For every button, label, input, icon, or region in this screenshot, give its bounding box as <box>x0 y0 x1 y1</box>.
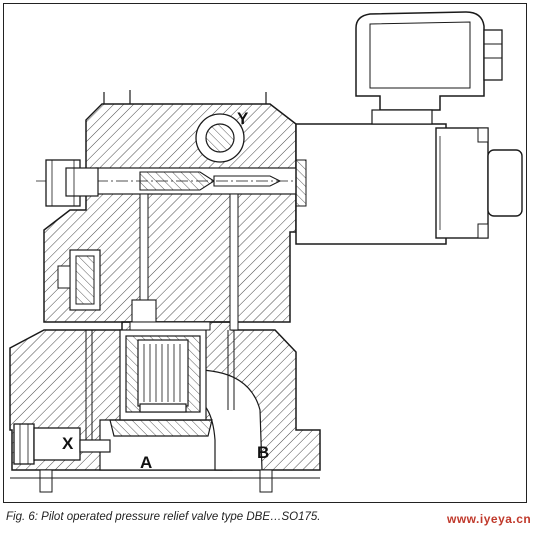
orifice-cartridge <box>57 249 101 311</box>
port-x-plug <box>13 423 111 465</box>
solenoid-plug-connector <box>355 11 503 125</box>
port-b-label: B <box>257 443 269 462</box>
solenoid-coil <box>295 123 523 245</box>
main-spool <box>125 335 201 413</box>
port-x-label: X <box>62 434 74 453</box>
valve-cross-section: Y X A B <box>9 11 523 493</box>
port-y-bore <box>195 113 245 163</box>
port-a-label: A <box>140 453 152 472</box>
figure-caption: Fig. 6: Pilot operated pressure relief v… <box>6 511 321 523</box>
port-y-label: Y <box>237 109 249 128</box>
watermark: www.iyeya.cn <box>447 512 532 526</box>
main-seat <box>109 419 213 437</box>
left-adjustment-plug <box>45 159 99 207</box>
